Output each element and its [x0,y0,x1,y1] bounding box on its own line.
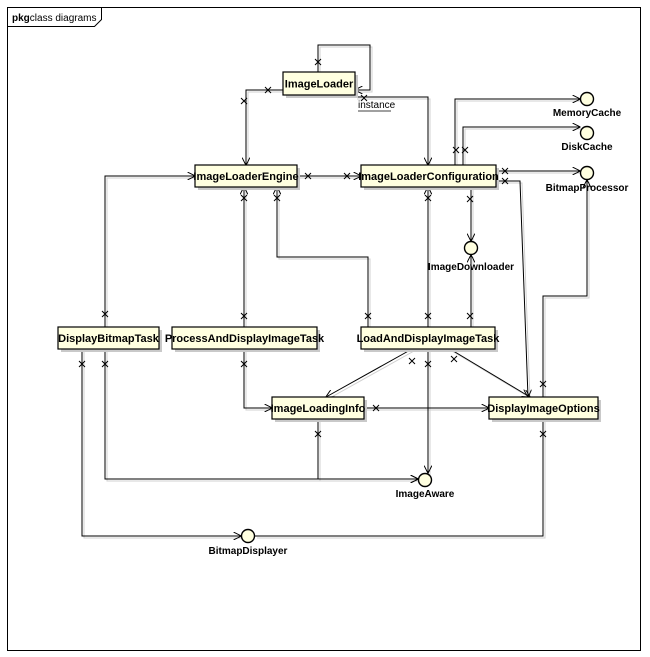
association-end-x-mark [240,194,248,202]
interface-label-image-downloader: ImageDownloader [428,262,514,273]
interface-memory-cache[interactable]: MemoryCache [553,91,622,120]
association-end-x-mark [424,194,432,202]
interface-label-memory-cache: MemoryCache [553,108,622,119]
assoc-loaddisplay-options-shadow [451,350,533,400]
assoc-config-diskcache-shadow [464,128,582,167]
association-end-x-mark [304,172,312,180]
class-label-load-and-display-image-task: LoadAndDisplayImageTask [357,333,501,345]
assoc-options-bitmapprocessor-shadow [544,182,590,399]
assoc-loaddisplay-loadinginfo [326,348,413,397]
association-end-x-mark [424,360,432,368]
role-label-instance: instance [358,100,396,111]
association-end-x-mark [343,172,351,180]
association-end-x-mark [372,404,380,412]
package-name: class diagrams [30,13,97,24]
assoc-displaybitmap-bitmapdisplayer [81,349,241,536]
assoc-displaybitmap-engine [104,176,195,327]
assoc-options-bitmapprocessor [542,180,587,397]
interface-image-aware[interactable]: ImageAware [396,472,455,501]
interface-label-bitmap-displayer: BitmapDisplayer [209,546,288,557]
class-image-loader-engine[interactable]: ImageLoaderEngine [193,164,300,190]
class-label-display-image-options: DisplayImageOptions [487,403,599,415]
class-process-and-display-image-task[interactable]: ProcessAndDisplayImageTask [165,326,325,352]
interface-disk-cache[interactable]: DiskCache [561,125,613,154]
assoc-loaddisplay-loadinginfo-shadow [327,350,415,400]
interface-label-image-aware: ImageAware [396,489,455,500]
assoc-loader-engine-shadow [247,91,285,167]
assoc-options-bitmapdisplayer [255,419,544,537]
class-label-image-loading-info: ImageLoadingInfo [271,403,366,415]
package-keyword: pkg [12,13,30,24]
association-end-x-mark [273,194,281,202]
assoc-loadinginfo-imageaware-shadow [319,421,420,482]
association-end-x-mark [360,94,368,102]
assoc-options-bitmapdisplayer-shadow [257,421,546,539]
association-end-x-mark [408,357,416,365]
class-label-image-loader-engine: ImageLoaderEngine [193,171,298,183]
interface-label-disk-cache: DiskCache [561,142,613,153]
assoc-loader-config-shadow [357,98,431,167]
assoc-config-options [496,180,528,397]
association-end-x-mark [314,430,322,438]
association-end-x-mark [264,86,272,94]
association-end-x-mark [424,312,432,320]
class-label-display-bitmap-task: DisplayBitmapTask [58,333,160,345]
association-end-x-mark [78,360,86,368]
assoc-loader-self [317,44,371,90]
association-end-x-mark [364,312,372,320]
package-frame: pkgclass diagrams [7,7,641,651]
interface-bitmap-displayer[interactable]: BitmapDisplayer [209,528,288,558]
association-end-x-mark [466,195,474,203]
association-end-x-mark [450,355,458,363]
assoc-config-options-shadow [498,182,531,400]
assoc-loaddisplay-engine [277,187,369,327]
assoc-displaybitmap-engine-shadow [106,177,197,329]
assoc-displaybitmap-imageaware [104,349,418,479]
assoc-loader-config [355,96,428,165]
association-end-x-mark [240,312,248,320]
assoc-displaybitmap-imageaware-shadow [106,351,420,482]
non-navigable-marks [78,58,547,438]
association-end-x-mark [501,167,509,175]
association-end-x-mark [240,360,248,368]
assoc-processdisplay-loadinginfo [243,349,272,408]
assoc-loadinginfo-imageaware [317,419,418,479]
association-shadows [83,46,590,539]
class-label-image-loader-configuration: ImageLoaderConfiguration [358,171,499,183]
assoc-config-memorycache [454,99,580,165]
class-display-bitmap-task[interactable]: DisplayBitmapTask [57,326,162,352]
interface-image-downloader[interactable]: ImageDownloader [428,240,514,274]
association-end-x-mark [101,310,109,318]
assoc-loaddisplay-engine-shadow [278,189,371,329]
interface-label-bitmap-processor: BitmapProcessor [546,183,629,194]
assoc-loader-engine [246,89,283,165]
class-image-loading-info[interactable]: ImageLoadingInfo [271,396,367,422]
assoc-processdisplay-loadinginfo-shadow [245,351,274,411]
assoc-displaybitmap-bitmapdisplayer-shadow [83,351,243,539]
association-end-x-mark [539,430,547,438]
association-end-x-mark [539,380,547,388]
association-end-x-mark [466,312,474,320]
class-label-image-loader: ImageLoader [285,79,354,91]
class-load-and-display-image-task[interactable]: LoadAndDisplayImageTask [357,326,501,352]
package-frame-title: pkgclass diagrams [12,13,96,24]
association-end-x-mark [240,97,248,105]
assoc-loaddisplay-options [449,348,530,397]
assoc-loader-self-shadow [319,46,373,93]
association-end-x-mark [314,58,322,66]
associations [81,44,587,537]
association-end-x-mark [501,177,509,185]
association-end-x-mark [101,360,109,368]
association-end-x-mark [452,146,460,154]
class-display-image-options[interactable]: DisplayImageOptions [487,396,601,422]
class-label-process-and-display-image-task: ProcessAndDisplayImageTask [165,333,325,345]
class-image-loader[interactable]: ImageLoader [282,71,358,98]
assoc-config-memorycache-shadow [456,100,582,167]
interface-bitmap-processor[interactable]: BitmapProcessor [546,165,629,195]
association-end-x-mark [461,146,469,154]
class-image-loader-configuration[interactable]: ImageLoaderConfiguration [358,164,499,190]
